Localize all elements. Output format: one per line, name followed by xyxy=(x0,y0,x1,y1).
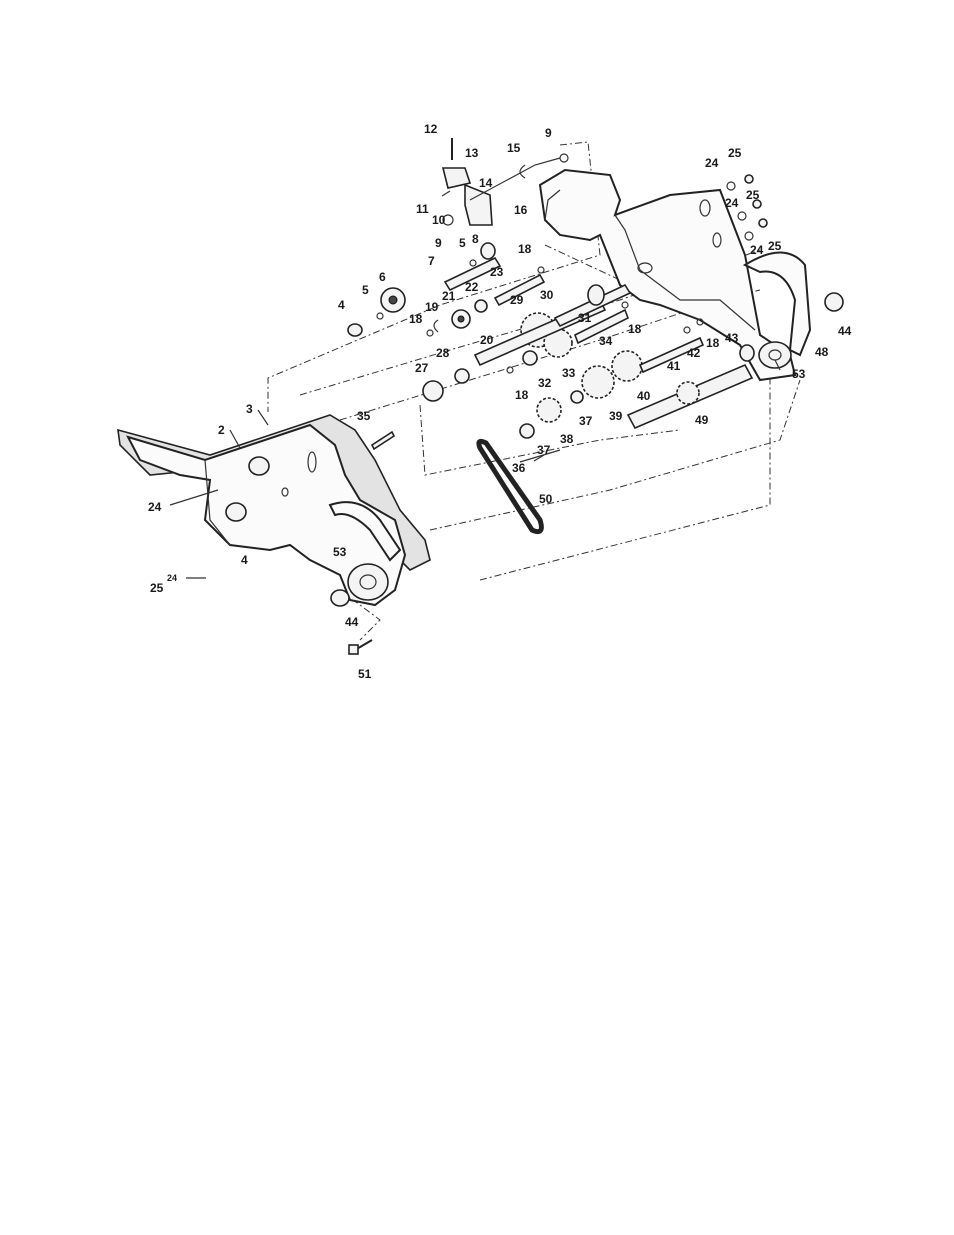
callout-19: 19 xyxy=(425,300,439,314)
callout-27: 27 xyxy=(415,361,429,375)
callout-15: 15 xyxy=(507,141,521,155)
callout-10: 10 xyxy=(432,213,446,227)
callout-9: 9 xyxy=(545,126,552,140)
callout-11: 11 xyxy=(416,202,429,216)
callout-13: 13 xyxy=(465,146,479,160)
callout-9: 9 xyxy=(435,236,442,250)
callout-23: 23 xyxy=(490,265,504,279)
callout-24: 24 xyxy=(167,573,177,583)
callout-50: 50 xyxy=(539,492,553,506)
callout-31: 31 xyxy=(578,311,592,325)
callout-18: 18 xyxy=(628,322,642,336)
callout-44: 44 xyxy=(838,324,852,338)
callout-6: 6 xyxy=(379,270,386,284)
callout-24: 24 xyxy=(148,500,162,514)
callout-24: 24 xyxy=(750,243,764,257)
callout-5: 5 xyxy=(362,283,369,297)
callout-7: 7 xyxy=(428,254,435,268)
callout-21: 21 xyxy=(442,289,456,303)
callout-4: 4 xyxy=(241,553,248,567)
callout-14: 14 xyxy=(479,176,493,190)
bearing-44-left xyxy=(331,590,349,606)
callout-8: 8 xyxy=(472,232,479,246)
callout-37: 37 xyxy=(579,414,593,428)
callout-labels: 12 13 15 9 14 11 10 16 9 5 8 18 7 6 23 4… xyxy=(148,122,852,681)
callout-18: 18 xyxy=(515,388,529,402)
callout-44: 44 xyxy=(345,615,359,629)
callout-39: 39 xyxy=(609,409,623,423)
callout-25: 25 xyxy=(728,146,742,160)
callout-49: 49 xyxy=(695,413,709,427)
callout-2: 2 xyxy=(218,423,225,437)
callout-43: 43 xyxy=(725,331,739,345)
callout-42: 42 xyxy=(687,346,701,360)
drive-belt-50 xyxy=(479,441,542,531)
callout-28: 28 xyxy=(436,346,450,360)
callout-18: 18 xyxy=(409,312,423,326)
callout-18: 18 xyxy=(706,336,720,350)
callout-24: 24 xyxy=(705,156,719,170)
callout-4: 4 xyxy=(338,298,345,312)
callout-16: 16 xyxy=(514,203,528,217)
callout-25: 25 xyxy=(746,188,760,202)
callout-41: 41 xyxy=(667,359,681,373)
callout-29: 29 xyxy=(510,293,524,307)
callout-36: 36 xyxy=(512,461,526,475)
callout-25: 25 xyxy=(768,239,782,253)
callout-32: 32 xyxy=(538,376,552,390)
callout-34: 34 xyxy=(599,334,613,348)
bolt-51 xyxy=(349,640,372,654)
callout-33: 33 xyxy=(562,366,576,380)
callout-3: 3 xyxy=(246,402,253,416)
callout-53: 53 xyxy=(792,367,806,381)
callout-24: 24 xyxy=(725,196,739,210)
callout-53: 53 xyxy=(333,545,347,559)
callout-48: 48 xyxy=(815,345,829,359)
callout-18: 18 xyxy=(518,242,532,256)
callout-40: 40 xyxy=(637,389,651,403)
callout-38: 38 xyxy=(560,432,574,446)
callout-20: 20 xyxy=(480,333,494,347)
callout-35: 35 xyxy=(357,409,371,423)
callout-25: 25 xyxy=(150,581,164,595)
callout-12: 12 xyxy=(424,122,438,136)
callout-51: 51 xyxy=(358,667,372,681)
callout-5: 5 xyxy=(459,236,466,250)
callout-30: 30 xyxy=(540,288,554,302)
callout-22: 22 xyxy=(465,280,479,294)
